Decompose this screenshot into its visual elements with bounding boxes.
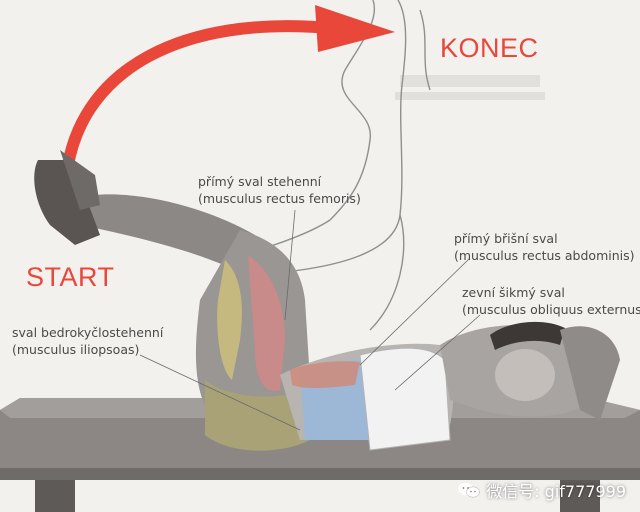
leader-lines	[139, 209, 481, 431]
watermark: 微信号: gif777999	[458, 478, 626, 502]
rectus-abdominis-label: přímý břišní sval	[454, 231, 558, 246]
rectus-abdominis-latin: (musculus rectus abdominis)	[454, 248, 635, 263]
obliquus-label: zevní šikmý sval	[462, 285, 565, 300]
rectus-femoris-label: přímý sval stehenní	[198, 174, 322, 189]
figure	[34, 150, 620, 451]
wechat-icon	[458, 483, 481, 498]
iliopsoas-label: sval bedrokyčlostehenní	[12, 325, 164, 340]
obliquus-latin: (musculus obliquus externus)	[462, 302, 640, 317]
iliopsoas-latin: (musculus iliopsoas)	[12, 342, 140, 357]
end-label: KONEC	[440, 33, 539, 63]
motion-arrow	[62, 5, 395, 171]
background-faint-text	[395, 75, 545, 100]
watermark-text: 微信号: gif777999	[486, 482, 626, 501]
start-label: START	[26, 262, 115, 292]
rectus-femoris-latin: (musculus rectus femoris)	[198, 191, 361, 206]
